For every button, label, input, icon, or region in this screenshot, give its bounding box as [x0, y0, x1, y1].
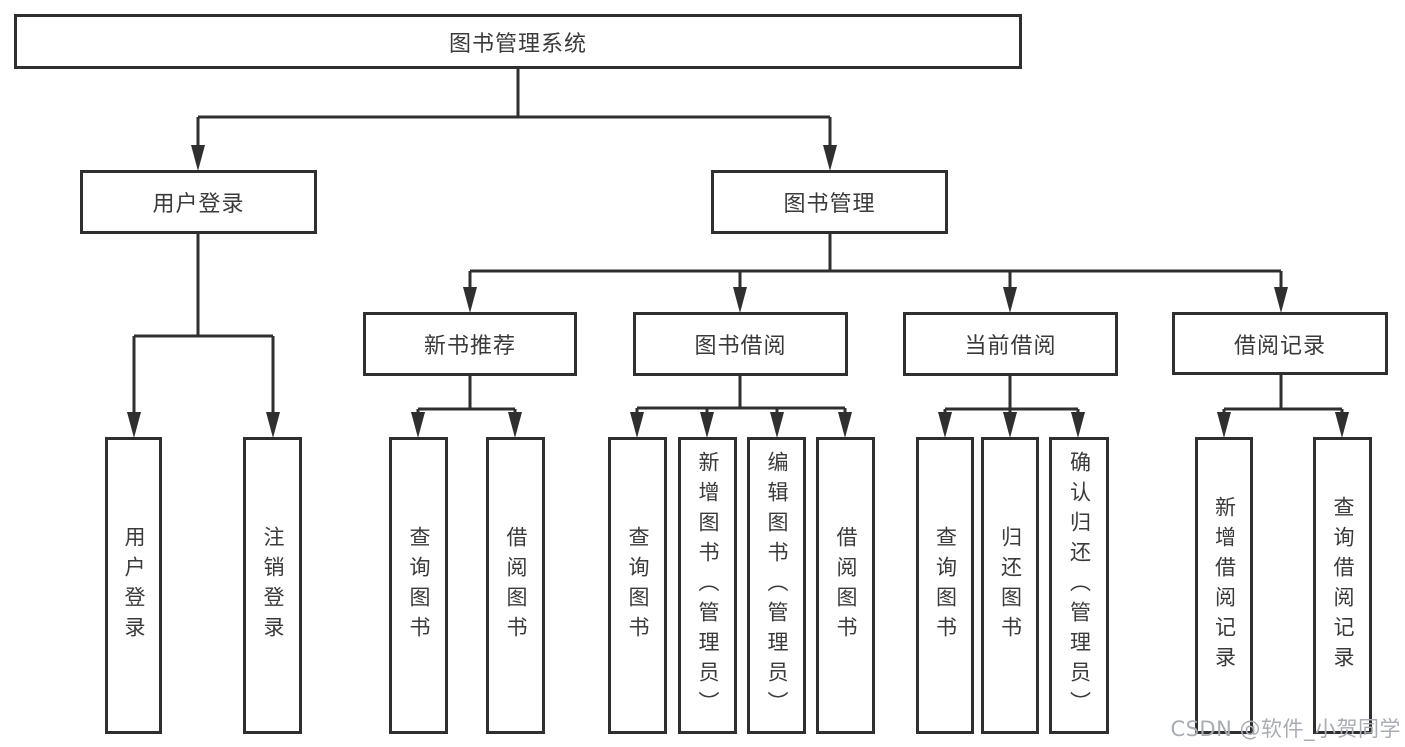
node-label: 借阅记录 — [1233, 333, 1326, 359]
node-label: 当前借阅 — [964, 334, 1057, 359]
leaf-confirm-return-admin: 确认归还（管理员） — [1049, 437, 1109, 734]
node-label: 图书借阅 — [694, 334, 787, 359]
leaf-return-books: 归还图书 — [981, 437, 1039, 734]
leaf-label: 查询图书 — [407, 525, 431, 646]
leaf-add-borrow-record: 新增借阅记录 — [1195, 437, 1253, 734]
leaf-label: 归还图书 — [998, 525, 1023, 646]
leaf-borrowing-borrow-books: 借阅图书 — [816, 437, 875, 734]
arrowheads — [127, 145, 1349, 438]
leaf-label: 确认归还（管理员） — [1067, 450, 1092, 721]
leaf-edit-books-admin: 编辑图书（管理员） — [747, 437, 806, 734]
leaf-label: 注销登录 — [261, 525, 285, 646]
node-root-system: 图书管理系统 — [14, 14, 1022, 69]
leaf-add-books-admin: 新增图书（管理员） — [678, 437, 737, 734]
leaf-label: 新增借阅记录 — [1212, 495, 1237, 676]
leaf-query-borrow-record: 查询借阅记录 — [1313, 437, 1372, 734]
node-book-borrowing: 图书借阅 — [633, 312, 848, 376]
node-label: 用户登录 — [152, 192, 245, 217]
node-user-login: 用户登录 — [80, 170, 317, 234]
node-borrowing-records: 借阅记录 — [1172, 312, 1388, 375]
leaf-label: 借阅图书 — [834, 525, 858, 646]
leaf-label: 查询图书 — [626, 525, 650, 646]
leaf-borrowing-query-books: 查询图书 — [608, 437, 667, 734]
leaf-label: 查询图书 — [933, 525, 958, 646]
leaf-label: 编辑图书（管理员） — [765, 450, 789, 721]
leaf-label: 用户登录 — [122, 525, 146, 646]
leaf-label: 新增图书（管理员） — [696, 450, 720, 721]
leaf-label: 查询借阅记录 — [1331, 495, 1355, 676]
node-label: 新书推荐 — [423, 334, 516, 359]
leaf-logout: 注销登录 — [243, 437, 302, 734]
leaf-user-login: 用户登录 — [105, 437, 162, 734]
node-label: 图书管理 — [783, 192, 876, 217]
node-current-borrowing: 当前借阅 — [903, 312, 1118, 376]
node-book-management: 图书管理 — [711, 170, 948, 234]
leaf-recommend-borrow-books: 借阅图书 — [486, 437, 545, 734]
leaf-recommend-query-books: 查询图书 — [389, 437, 448, 734]
node-label: 图书管理系统 — [448, 31, 587, 57]
leaf-current-query-books: 查询图书 — [916, 437, 974, 734]
node-new-book-recommend: 新书推荐 — [363, 312, 577, 376]
leaf-label: 借阅图书 — [504, 525, 528, 646]
csdn-watermark: CSDN @软件_小贺同学 — [1170, 717, 1401, 741]
